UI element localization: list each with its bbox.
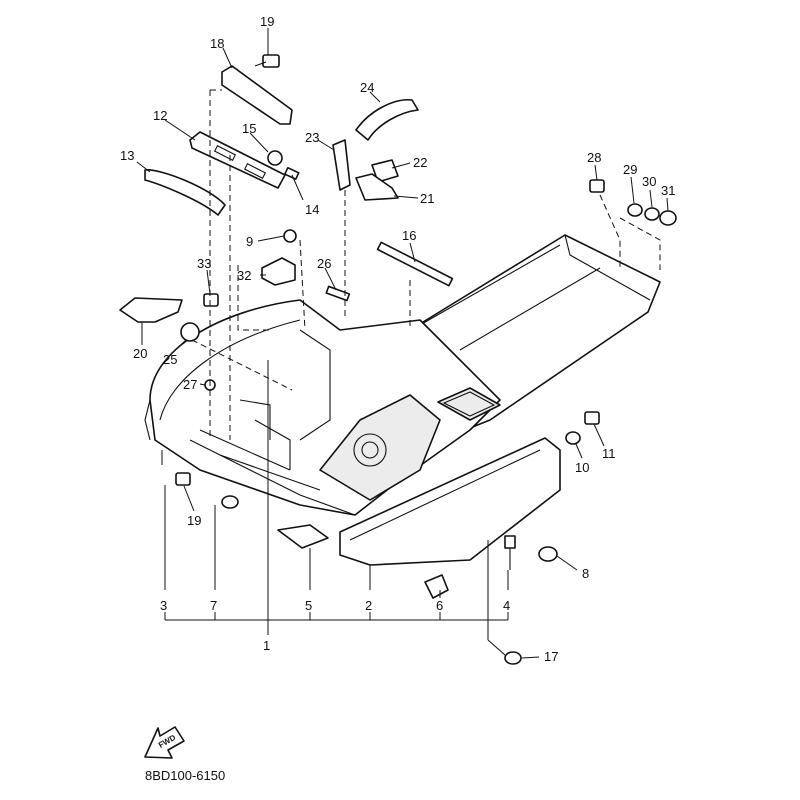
clip: [261, 257, 296, 286]
washer-29: [627, 203, 643, 217]
callout-10: 10: [575, 460, 589, 475]
callout-24: 24: [360, 80, 374, 95]
callout-11: 11: [602, 446, 616, 461]
callout-14: 14: [305, 202, 319, 217]
callout-9: 9: [246, 234, 253, 249]
callout-31: 31: [661, 183, 675, 198]
callout-8: 8: [582, 566, 589, 581]
fwd-arrow-icon: FWD: [144, 726, 185, 759]
callout-22: 22: [413, 155, 427, 170]
callout-28: 28: [587, 150, 601, 165]
bolt-top: [254, 54, 280, 68]
callout-17: 17: [544, 649, 558, 664]
nut-31: [659, 210, 677, 226]
bracket: [221, 65, 293, 125]
rear-frame-assembly: [144, 234, 661, 516]
diagram-code: 8BD100-6150: [145, 768, 225, 783]
bolt-28: [589, 179, 605, 193]
grip: [355, 99, 419, 141]
rubber-cap: [538, 546, 558, 562]
callout-2: 2: [365, 598, 372, 613]
callout-labels: 1 2 3 4 5 6 7 8 9 10 11 12 13 14 15 16 1…: [120, 14, 675, 664]
callout-1: 1: [263, 638, 270, 653]
callout-29: 29: [623, 162, 637, 177]
callout-7: 7: [210, 598, 217, 613]
cap-bottom: [504, 651, 522, 665]
callout-15: 15: [242, 121, 256, 136]
callout-5: 5: [305, 598, 312, 613]
handle-rail: [144, 169, 226, 216]
washer-30: [644, 207, 660, 221]
callout-13: 13: [120, 148, 134, 163]
collar: [565, 431, 581, 445]
nut: [267, 150, 283, 166]
plate: [189, 131, 286, 189]
bolt-lower: [175, 472, 191, 486]
assembly-lines: [191, 89, 661, 440]
callout-32: 32: [237, 268, 251, 283]
damper: [180, 322, 200, 342]
callout-19-bottom: 19: [187, 513, 201, 528]
callout-27: 27: [183, 377, 197, 392]
reference-lines: [161, 360, 509, 656]
callout-23: 23: [305, 130, 319, 145]
clamp: [424, 574, 449, 599]
callout-3: 3: [160, 598, 167, 613]
plate-lower: [277, 524, 329, 549]
rod: [376, 241, 454, 287]
side-cover: [339, 437, 561, 566]
stopper: [325, 285, 351, 302]
bolt-side: [203, 293, 219, 307]
tail-cover: [119, 297, 183, 323]
callout-25: 25: [163, 352, 177, 367]
pin: [504, 535, 516, 549]
callout-4: 4: [503, 598, 510, 613]
stay: [332, 139, 351, 191]
callout-33: 33: [197, 256, 211, 271]
pad: [284, 166, 300, 180]
callout-26: 26: [317, 256, 331, 271]
callout-6: 6: [436, 598, 443, 613]
callout-16: 16: [402, 228, 416, 243]
grommet: [283, 229, 297, 243]
bolt-right: [584, 411, 600, 425]
callout-20: 20: [133, 346, 147, 361]
callout-21: 21: [420, 191, 434, 206]
bracket-lower: [355, 173, 399, 201]
callout-leaders: [136, 28, 669, 659]
callout-30: 30: [642, 174, 656, 189]
cap: [221, 495, 239, 509]
callout-18: 18: [210, 36, 224, 51]
callout-19-top: 19: [260, 14, 274, 29]
callout-12: 12: [153, 108, 167, 123]
